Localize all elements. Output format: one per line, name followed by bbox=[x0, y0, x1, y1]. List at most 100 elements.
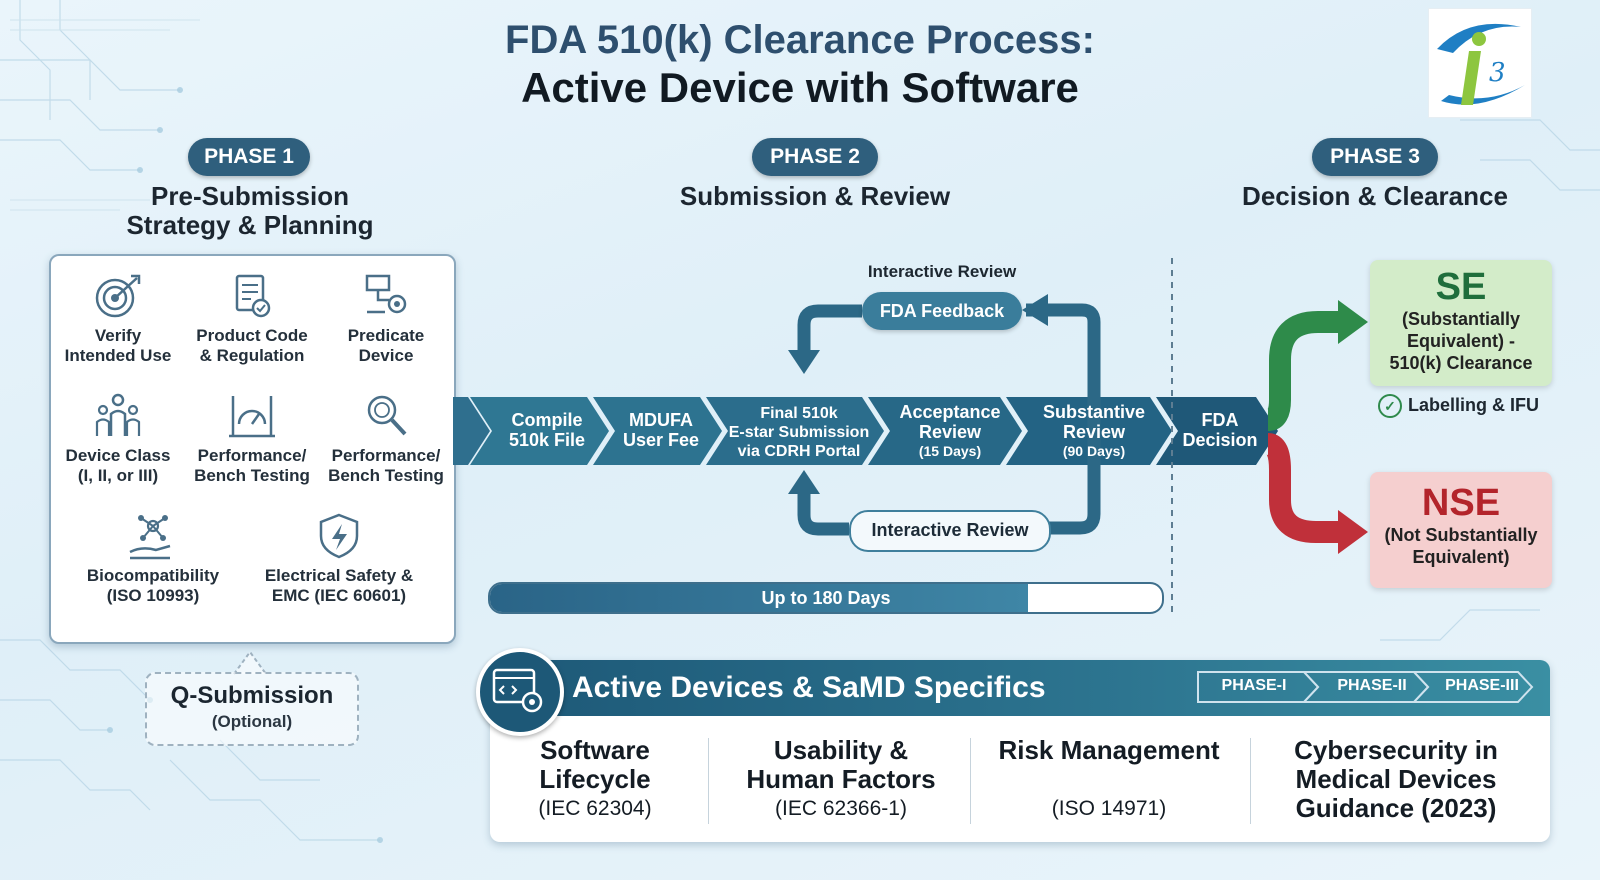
phase-1-title-line2: Strategy & Planning bbox=[126, 210, 374, 240]
mini-phase-1: PHASE-I bbox=[1221, 677, 1287, 694]
samd-col-heading-line1: Usability & bbox=[773, 735, 909, 765]
timeline-bar: Up to 180 Days bbox=[488, 582, 1164, 614]
step-label-line3: (15 Days) bbox=[918, 443, 982, 459]
nse-outcome-box: NSE (Not Substantially Equivalent) bbox=[1370, 472, 1552, 588]
samd-col-heading-line2: Human Factors bbox=[746, 764, 936, 794]
item-label-line1: Performance/ bbox=[197, 446, 307, 465]
nse-line2: Equivalent) bbox=[1412, 547, 1510, 567]
flow-chevron-mdufa bbox=[593, 397, 722, 465]
phase-2-pill: PHASE 2 bbox=[752, 138, 878, 176]
q-submission-box: Q-Submission (Optional) bbox=[145, 672, 359, 746]
loop-top-arrowhead bbox=[1022, 294, 1048, 326]
samd-title: Active Devices & SaMD Specifics bbox=[572, 671, 1046, 704]
shield-bolt-icon bbox=[319, 513, 359, 559]
step-label-line1: FDA bbox=[1201, 410, 1239, 430]
step-label-line1: MDUFA bbox=[629, 410, 693, 430]
samd-col-heading-line1: Risk Management bbox=[998, 735, 1220, 765]
flow-chevron-final-submission bbox=[706, 397, 884, 465]
item-label-line2: (ISO 10993) bbox=[106, 586, 200, 605]
item-label-line2: Device bbox=[358, 346, 414, 365]
phase-3-pill: PHASE 3 bbox=[1312, 138, 1438, 176]
item-label-line1: Predicate bbox=[347, 326, 425, 345]
page-title-line2: Active Device with Software bbox=[521, 64, 1079, 111]
se-arrow bbox=[1266, 311, 1342, 431]
se-title: SE bbox=[1435, 266, 1487, 308]
q-submission-pointer bbox=[233, 650, 267, 675]
item-label-line1: Biocompatibility bbox=[86, 566, 220, 585]
step-label-line2: User Fee bbox=[622, 430, 700, 450]
step-label-line2: E-star Submission bbox=[728, 424, 870, 441]
item-label-line2: (I, II, or III) bbox=[77, 466, 159, 485]
step-fda-decision-label: FDA Decision bbox=[1172, 410, 1268, 450]
molecule-hand-icon bbox=[129, 515, 171, 560]
step-acceptance-label: Acceptance Review (15 Days) bbox=[886, 402, 1014, 460]
samd-col-usability: Usability & Human Factors (IEC 62366-1) bbox=[716, 736, 966, 822]
item-performance-testing-1: Performance/ Bench Testing bbox=[185, 392, 319, 486]
step-label-line3: via CDRH Portal bbox=[737, 443, 861, 460]
step-final-submission-label: Final 510k E-star Submission via CDRH Po… bbox=[724, 404, 874, 461]
step-substantive-label: Substantive Review (90 Days) bbox=[1024, 402, 1164, 460]
samd-col-heading-line3: Guidance (2023) bbox=[1295, 793, 1497, 823]
gear-flow-icon bbox=[365, 274, 407, 314]
phase-1-title-line1: Pre-Submission bbox=[151, 181, 349, 211]
item-label-line2: EMC (IEC 60601) bbox=[271, 586, 407, 605]
samd-col-software-lifecycle: Software Lifecycle (IEC 62304) bbox=[490, 736, 700, 822]
item-label-line2: & Regulation bbox=[199, 346, 305, 365]
code-gear-icon bbox=[492, 668, 543, 713]
step-label-line1: Acceptance bbox=[899, 402, 1001, 422]
page-title-line1: FDA 510(k) Clearance Process: bbox=[505, 18, 1095, 62]
company-logo: 3 bbox=[1428, 8, 1532, 118]
loop-down-arrowhead bbox=[788, 350, 820, 374]
samd-col-heading-line2 bbox=[974, 765, 1244, 794]
loop-right bbox=[1026, 303, 1101, 535]
item-biocompatibility: Biocompatibility (ISO 10993) bbox=[63, 512, 243, 606]
samd-col-risk-management: Risk Management (ISO 14971) bbox=[974, 736, 1244, 822]
phase-1-pill: PHASE 1 bbox=[188, 138, 310, 176]
item-label-line2: Intended Use bbox=[64, 346, 172, 365]
gauge-icon bbox=[229, 396, 275, 438]
item-performance-testing-2: Performance/ Bench Testing bbox=[319, 392, 453, 486]
interactive-review-top-label: Interactive Review bbox=[867, 262, 1017, 281]
q-submission-subtitle: (Optional) bbox=[211, 712, 293, 731]
samd-badge bbox=[476, 648, 564, 736]
phase-1-checklist: Verify Intended Use Product Code & Regul… bbox=[49, 254, 456, 644]
item-label-line1: Product Code bbox=[196, 326, 308, 345]
samd-col-heading-line1: Cybersecurity in bbox=[1294, 735, 1498, 765]
item-predicate-device: Predicate Device bbox=[319, 272, 453, 366]
samd-col-cybersecurity: Cybersecurity in Medical Devices Guidanc… bbox=[1256, 736, 1536, 823]
mini-phase-chevrons bbox=[1197, 671, 1534, 703]
people-icon bbox=[95, 393, 141, 436]
se-arrowhead bbox=[1338, 300, 1368, 344]
step-label-line3: (90 Days) bbox=[1062, 443, 1126, 459]
loop-bottom-left bbox=[797, 490, 849, 536]
step-label-line2: Review bbox=[918, 422, 982, 442]
step-label-line1: Final 510k bbox=[760, 405, 838, 422]
fda-feedback-pill: FDA Feedback bbox=[862, 292, 1022, 330]
item-label-line1: Device Class bbox=[65, 446, 171, 465]
loop-up-arrowhead bbox=[788, 470, 820, 494]
nse-line1: (Not Substantially bbox=[1384, 525, 1538, 545]
nse-arrow bbox=[1265, 433, 1342, 543]
check-circle-icon: ✓ bbox=[1378, 394, 1402, 418]
samd-divider bbox=[1250, 738, 1251, 824]
mini-phase-3: PHASE-III bbox=[1445, 677, 1519, 694]
phase-3-title: Decision & Clearance bbox=[1242, 181, 1508, 211]
labelling-text: Labelling & IFU bbox=[1408, 394, 1540, 415]
timeline-label: Up to 180 Days bbox=[761, 588, 891, 608]
step-mdufa-label: MDUFA User Fee bbox=[608, 410, 714, 450]
samd-col-heading-line2: Lifecycle bbox=[539, 764, 651, 794]
item-label-line2: Bench Testing bbox=[194, 466, 310, 485]
step-label-line2: Decision bbox=[1182, 430, 1258, 450]
flow-chevron-fda-decision bbox=[1156, 397, 1278, 465]
item-device-class: Device Class (I, II, or III) bbox=[51, 392, 185, 486]
flow-chevron-compile bbox=[470, 397, 609, 465]
step-label-line2: Review bbox=[1062, 422, 1126, 442]
document-check-icon bbox=[235, 274, 271, 318]
se-line1: (Substantially bbox=[1401, 309, 1521, 329]
se-outcome-box: SE (Substantially Equivalent) - 510(k) C… bbox=[1370, 260, 1552, 386]
item-label-line1: Verify bbox=[94, 326, 142, 345]
se-line3: 510(k) Clearance bbox=[1389, 353, 1533, 373]
samd-header: Active Devices & SaMD Specifics PHASE-I … bbox=[490, 660, 1550, 716]
target-icon bbox=[95, 274, 141, 318]
